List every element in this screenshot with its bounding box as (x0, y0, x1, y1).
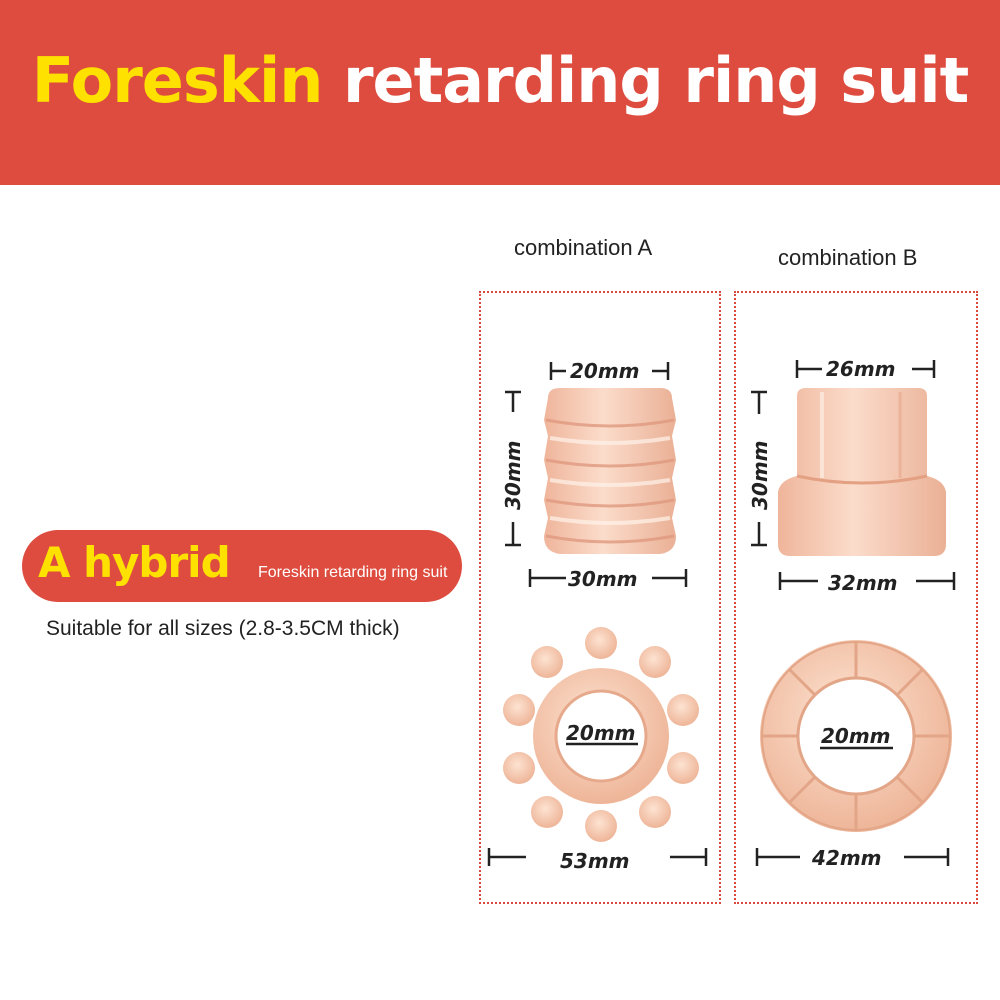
combination-b-top-base: 32mm (828, 571, 898, 595)
combination-b-label: combination B (778, 245, 918, 270)
dimension-lines-b-bottom (755, 746, 950, 866)
dimension-lines-a-top (505, 362, 688, 587)
dimension-lines-a-bottom (487, 742, 708, 866)
title-rest: retarding ring suit (342, 44, 969, 117)
combination-a-top-height: 30mm (501, 440, 525, 510)
combination-b-panel (734, 291, 978, 904)
badge-big-text: A hybrid (38, 538, 231, 587)
combination-a-bottom-inner: 20mm (566, 721, 636, 745)
hybrid-badge: A hybrid Foreskin retarding ring suit (22, 530, 462, 602)
header-banner (0, 0, 1000, 185)
combination-b-bottom-inner: 20mm (821, 724, 891, 748)
combination-b-bottom-outer: 42mm (811, 846, 882, 870)
beaded-ring-icon (503, 627, 699, 842)
stepped-sleeve-ring-icon (778, 388, 946, 556)
title-highlight: Foreskin (31, 44, 324, 117)
ribbed-sleeve-ring-icon (544, 388, 676, 554)
padded-ring-icon (760, 640, 952, 832)
combination-a-bottom-outer: 53mm (560, 849, 630, 873)
combination-a-panel (479, 291, 721, 904)
size-suitability-text: Suitable for all sizes (2.8-3.5CM thick) (46, 617, 400, 640)
badge-small-text: Foreskin retarding ring suit (258, 564, 448, 581)
combination-b-top-width: 26mm (826, 357, 896, 381)
page-title: Foreskin retarding ring suit (0, 44, 1000, 117)
dimension-lines-b-top (751, 360, 956, 590)
combination-a-top-base: 30mm (568, 567, 638, 591)
combination-b-top-height: 30mm (748, 440, 772, 510)
combination-a-top-width: 20mm (570, 359, 640, 383)
combination-a-label: combination A (514, 235, 653, 260)
